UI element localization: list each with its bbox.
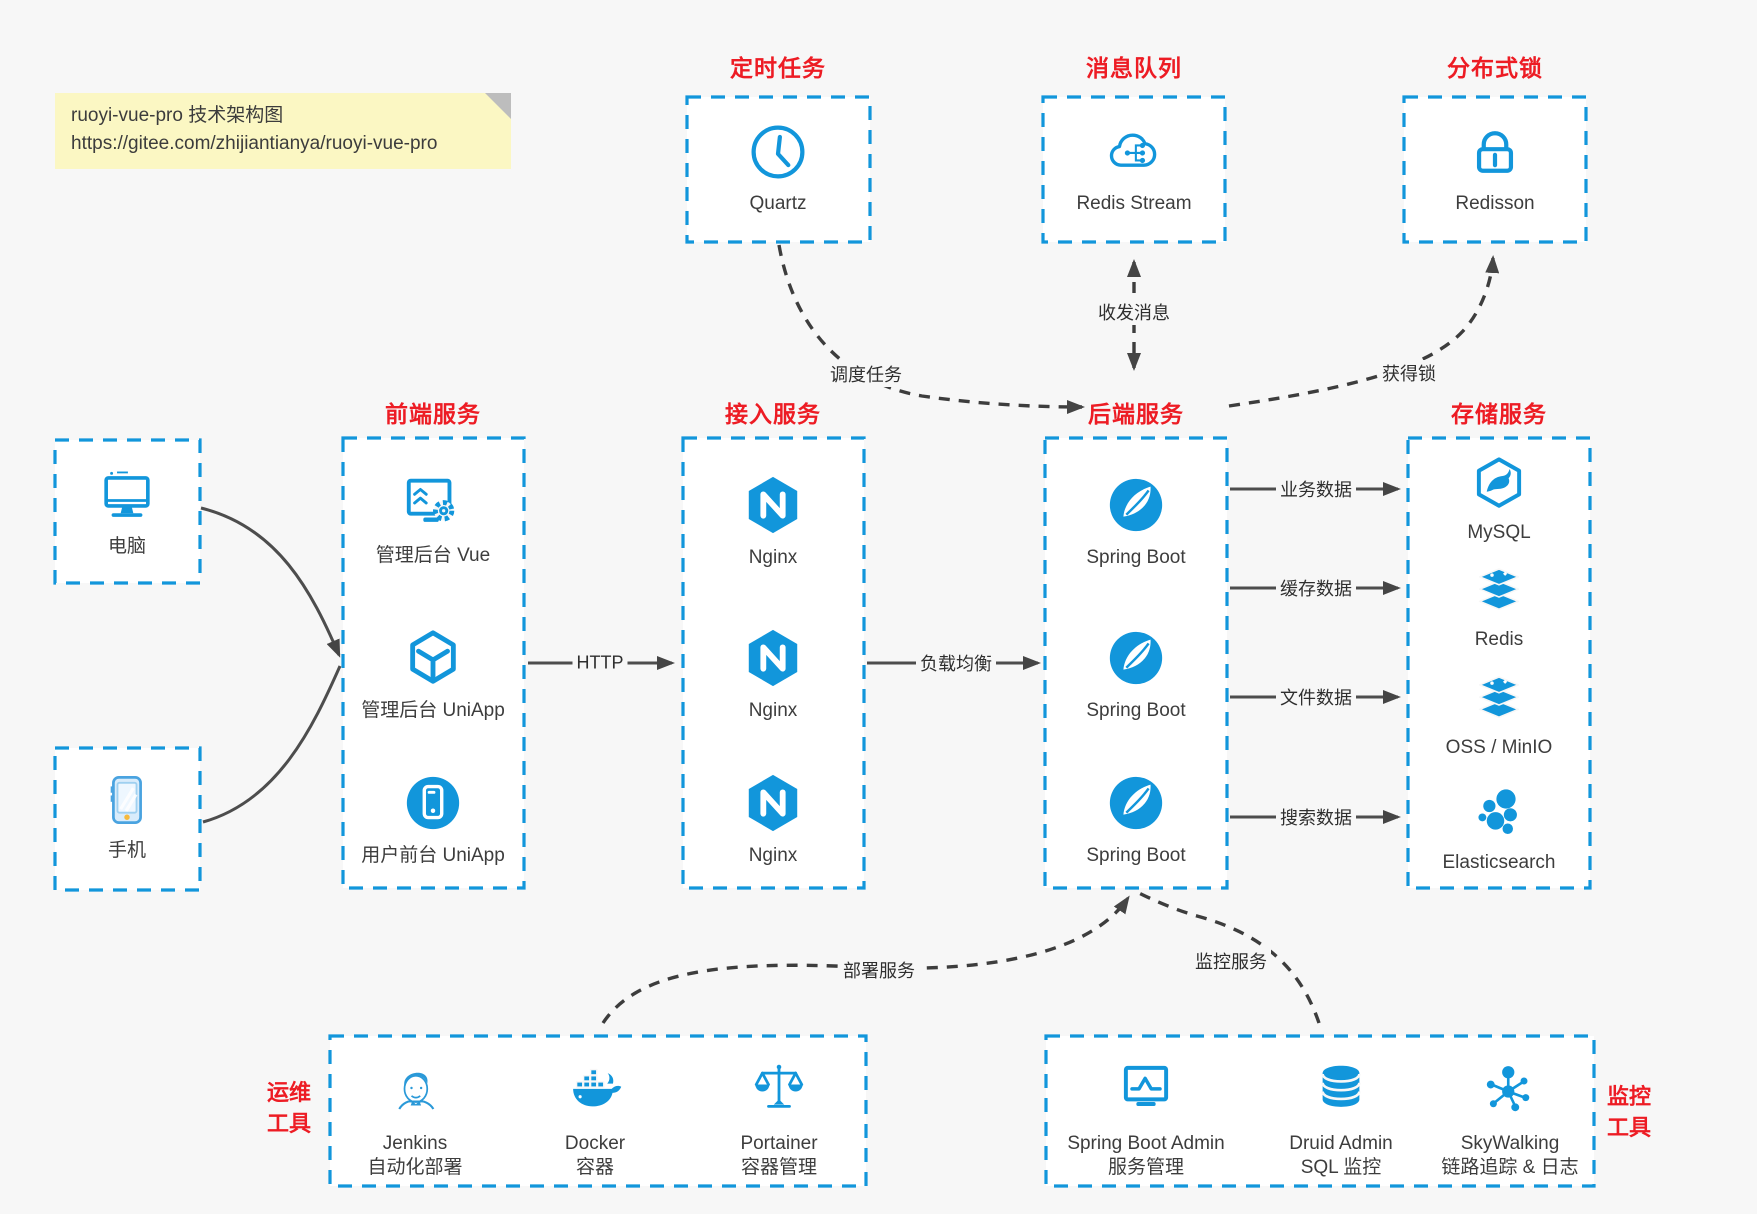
box-backend-services (1043, 436, 1229, 890)
box-mobile-client (53, 746, 202, 892)
edge-phone-to-frontend (202, 665, 342, 824)
edge-pc-to-frontend (200, 506, 341, 658)
box-distributed-lock (1402, 95, 1588, 244)
edge-acquire-lock (1228, 255, 1500, 408)
edge-label-schedule-task: 调度任务 (826, 361, 906, 387)
edge-label-acquire-lock: 获得锁 (1378, 360, 1440, 386)
box-ops-tools (328, 1034, 868, 1188)
edge-schedule-task (777, 244, 1085, 414)
box-message-queue (1041, 95, 1227, 244)
box-storage-services (1406, 436, 1592, 890)
box-frontend-services (341, 436, 526, 890)
edge-label-file-data: 文件数据 (1276, 684, 1356, 710)
edge-label-http: HTTP (572, 652, 628, 674)
edge-label-cache-data: 缓存数据 (1276, 575, 1356, 601)
edge-label-search-data: 搜索数据 (1276, 804, 1356, 830)
edge-label-monitor-service: 监控服务 (1191, 948, 1271, 974)
edge-label-deploy-service: 部署服务 (839, 957, 919, 983)
edge-deploy-service (601, 895, 1130, 1024)
edge-monitor-service (1138, 891, 1321, 1024)
box-gateway-services (681, 436, 866, 890)
edge-label-load-balance: 负载均衡 (916, 650, 996, 676)
box-scheduled-task (685, 95, 872, 244)
edge-label-send-receive-message: 收发消息 (1094, 299, 1174, 325)
box-pc-client (53, 438, 202, 585)
box-monitor-tools (1044, 1034, 1596, 1188)
edge-label-business-data: 业务数据 (1276, 476, 1356, 502)
